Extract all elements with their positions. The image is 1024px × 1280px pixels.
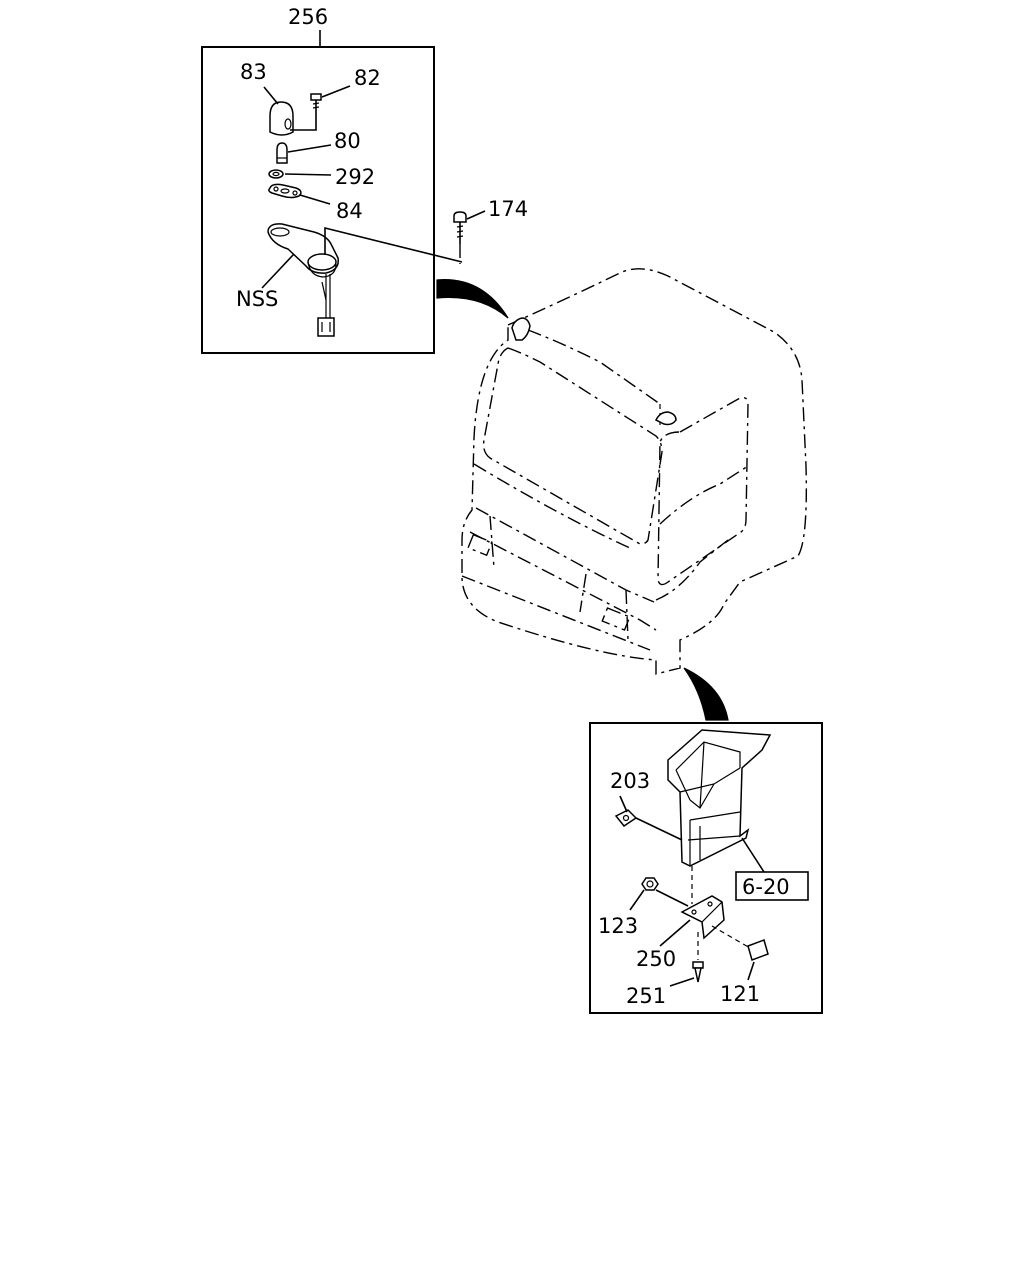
mudguard-detail: 6-20 203 123 250 — [589, 722, 823, 1014]
part-83-lens-cap — [269, 101, 294, 136]
label-256: 256 — [288, 5, 328, 29]
bracket-line-83-82 — [290, 112, 317, 131]
mudguard-bracket — [667, 729, 772, 867]
leader-292 — [284, 173, 332, 176]
leader-84 — [299, 194, 331, 205]
leader-80 — [287, 144, 332, 153]
label-250: 250 — [636, 947, 676, 971]
lamp-assembly-detail: 256 83 82 80 292 — [201, 5, 463, 354]
leader-121 — [747, 961, 755, 981]
label-292: 292 — [335, 165, 375, 189]
leader-6-20 — [741, 837, 765, 873]
part-251-screw — [692, 932, 704, 983]
part-292-washer — [268, 169, 284, 179]
part-84-gasket — [268, 183, 302, 199]
label-6-20: 6-20 — [742, 875, 790, 899]
truck-cab — [461, 268, 808, 675]
part-121-cap — [711, 925, 769, 961]
label-82: 82 — [354, 66, 381, 90]
arrow-top-to-cab — [436, 279, 509, 319]
leader-123 — [629, 889, 645, 911]
detail-box-top — [201, 46, 435, 354]
leader-nss — [261, 253, 295, 289]
part-82-screw — [310, 93, 322, 112]
arrow-cab-to-bottom — [683, 667, 729, 721]
label-80: 80 — [334, 129, 361, 153]
part-174-bolt — [453, 211, 467, 264]
part-80-bulb — [276, 142, 288, 164]
leader-174 — [466, 210, 486, 220]
label-203: 203 — [610, 769, 650, 793]
label-123: 123 — [598, 914, 638, 938]
label-84: 84 — [336, 199, 363, 223]
leader-83 — [263, 86, 279, 105]
leader-251 — [669, 977, 695, 987]
part-250-bracket — [680, 895, 725, 940]
leader-82 — [321, 85, 351, 98]
lamp-housing-nss — [267, 223, 339, 337]
leader-250 — [659, 919, 691, 947]
roof-lamp-left — [511, 317, 531, 341]
label-121: 121 — [720, 982, 760, 1006]
part-203-clip-nut — [614, 809, 683, 841]
leader-203 — [619, 795, 628, 813]
label-83: 83 — [240, 60, 267, 84]
part-123-nut — [641, 877, 659, 891]
ref-box-6-20 — [735, 871, 809, 901]
label-nss: NSS — [236, 287, 278, 311]
label-251: 251 — [626, 984, 666, 1008]
detail-box-bottom — [589, 722, 823, 1014]
label-174: 174 — [488, 197, 528, 221]
assembly-line-to-174 — [324, 226, 463, 263]
roof-lamp-right — [654, 411, 677, 426]
